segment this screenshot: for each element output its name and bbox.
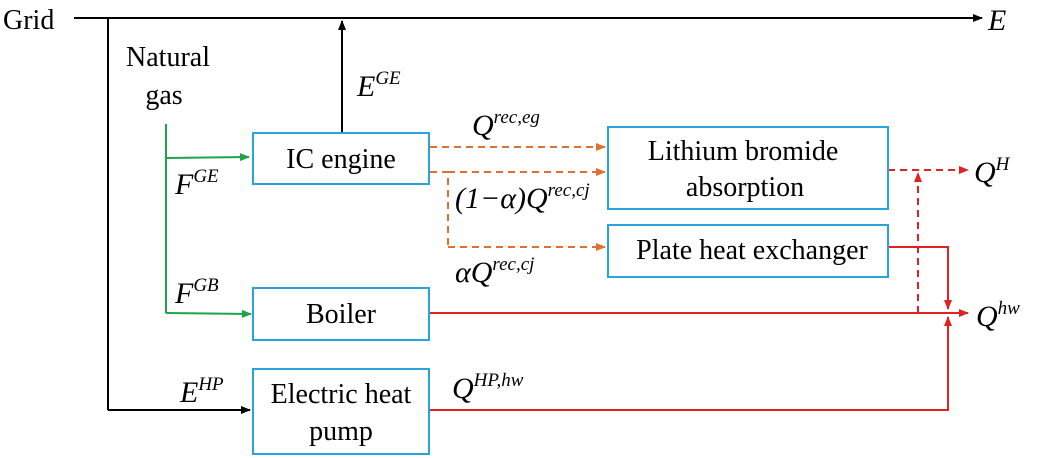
- flow-Q-rec-cj-alpha1: (1−α)Qrec,cj: [455, 180, 590, 215]
- gas-to-boiler-line: [165, 309, 252, 318]
- gas-to-engine-line: [165, 153, 250, 162]
- plate-to-hw-line: [888, 246, 952, 310]
- flow-E-HP: EHP: [179, 374, 224, 409]
- heat-pump-label-line2: pump: [309, 416, 373, 447]
- rec-cj-branch-line: [430, 171, 449, 247]
- plate-hx-label: Plate heat exchanger: [636, 235, 868, 266]
- ic-engine-label: IC engine: [286, 144, 396, 175]
- electric-heat-pump-box: [252, 368, 430, 455]
- flow-F-GB: FGB: [174, 275, 219, 310]
- grid-label: Grid: [3, 5, 54, 36]
- libr-label-line2: absorption: [686, 172, 804, 203]
- libr-label-line1: Lithium bromide: [648, 136, 839, 167]
- flow-Q-HP-hw: QHP,hw: [452, 370, 524, 405]
- flow-Q-rec-cj-alpha: αQrec,cj: [455, 254, 534, 289]
- plate-heat-exchanger-box: [607, 224, 889, 278]
- heat-pump-to-hw-line: [430, 316, 952, 411]
- ic-engine-box: [252, 132, 430, 185]
- boiler-label: Boiler: [306, 299, 377, 330]
- flow-E: E: [987, 4, 1006, 37]
- flow-Q-hw: Qhw: [976, 298, 1020, 333]
- flow-Q-rec-eg: Qrec,eg: [472, 107, 540, 142]
- natural-gas-label-line2: gas: [145, 80, 182, 111]
- flow-Q-H: QH: [974, 154, 1011, 189]
- flow-F-GE: FGE: [174, 166, 219, 201]
- boiler-box: [252, 287, 430, 341]
- natural-gas-label-line1: Natural: [126, 42, 210, 73]
- libr-absorption-box: [607, 126, 889, 210]
- flow-E-GE: EGE: [356, 68, 401, 103]
- heat-pump-label-line1: Electric heat: [271, 379, 412, 410]
